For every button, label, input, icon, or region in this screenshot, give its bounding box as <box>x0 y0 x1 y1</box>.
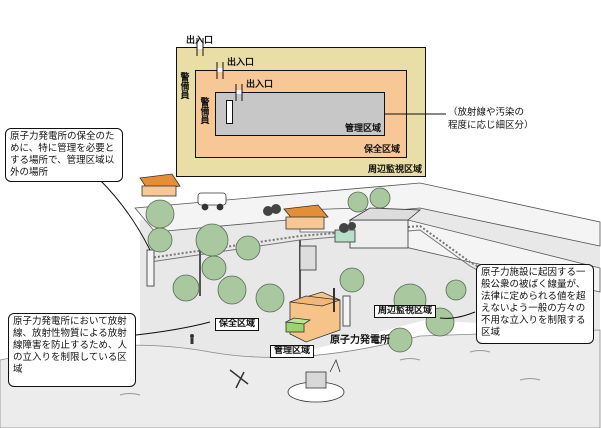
subdivision-note: （放射線や汚染の 程度に応じ細区分） <box>448 107 534 131</box>
scene-controlled-area-label: 管理区域 <box>270 345 315 358</box>
entrance-label-middle: 出入口 <box>227 58 255 68</box>
entrance-gap-inner <box>236 90 242 94</box>
protected-area-label: 保全区域 <box>364 145 401 155</box>
guard-post-marker <box>226 100 233 124</box>
surrounding-area-definition-callout: 原子力施設に起因する一般公衆の被ばく線量が、法律に定められる値を超えないよう一般… <box>476 264 594 344</box>
entrance-label-outer: 出入口 <box>186 36 214 46</box>
controlled-area-zone <box>215 92 385 136</box>
protected-area-definition-callout: 原子力発電所の保全のために、特に管理を必要とする場所で、管理区域以外の場所 <box>5 128 123 182</box>
controlled-area-definition-callout: 原子力発電所において放射線、放射性物質による放射線障害を防止するため、人の立入り… <box>8 313 136 387</box>
guard-label-outer: 警備員 <box>180 73 190 101</box>
entrance-gap-middle <box>217 68 223 72</box>
power-plant-label: 原子力発電所 <box>330 335 390 346</box>
scene-surrounding-area-label: 周辺監視区域 <box>374 305 437 318</box>
scene-protected-area-label: 保全区域 <box>215 318 260 331</box>
entrance-gap-outer <box>197 45 203 49</box>
guard-label-inner: 警備員 <box>200 98 210 126</box>
controlled-area-label: 管理区域 <box>345 124 382 134</box>
entrance-label-inner: 出入口 <box>246 80 274 90</box>
surrounding-area-label: 周辺監視区域 <box>368 165 423 175</box>
